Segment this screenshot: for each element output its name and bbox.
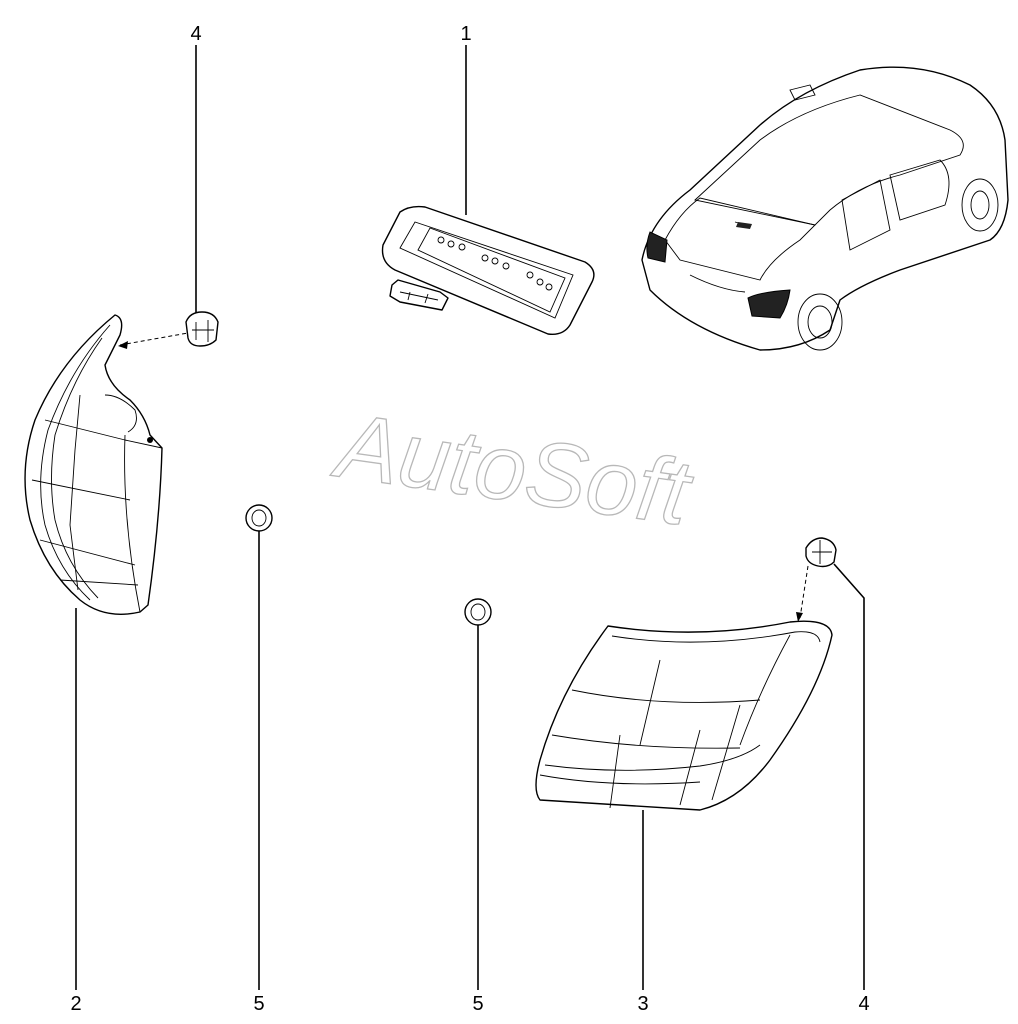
- clip-top: [185, 311, 219, 347]
- vehicle-outline: [641, 66, 1009, 351]
- clip-arrow-left: [119, 332, 189, 346]
- callout-1: 1: [460, 23, 471, 45]
- clip-arrow-right: [799, 565, 809, 619]
- grommet-middle: [464, 598, 492, 626]
- callout-4-right: 4: [858, 993, 869, 1015]
- leader-4-right: [833, 563, 865, 990]
- callout-3: 3: [637, 993, 648, 1015]
- right-tail-lamp: [535, 620, 833, 811]
- callout-5-left: 5: [253, 993, 264, 1015]
- watermark-text: AutoSoft: [327, 394, 699, 545]
- callout-4-top: 4: [190, 23, 201, 45]
- callout-2: 2: [70, 993, 81, 1015]
- callout-5-middle: 5: [472, 993, 483, 1015]
- clip-right: [805, 537, 837, 568]
- grommet-left: [245, 504, 273, 532]
- high-mount-stop-lamp: [381, 205, 595, 335]
- left-tail-lamp: [24, 314, 163, 615]
